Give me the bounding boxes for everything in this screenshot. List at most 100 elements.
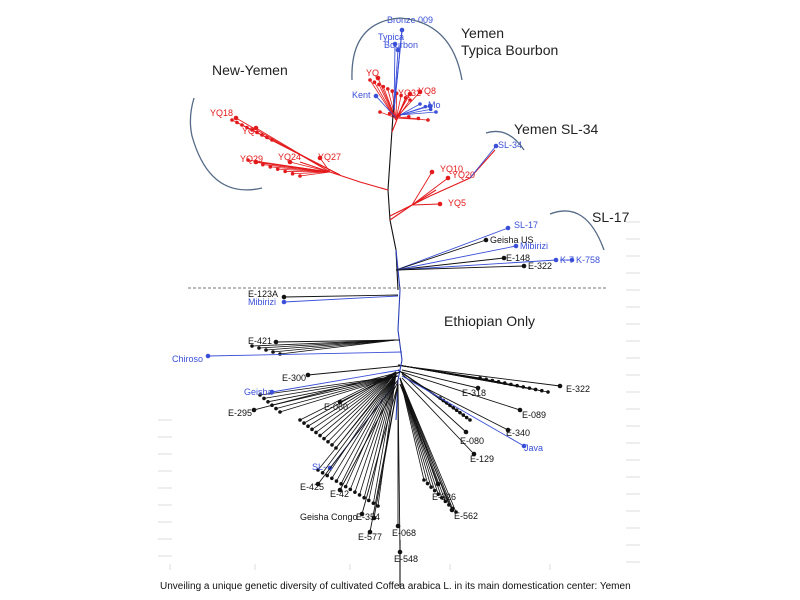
tip-label: YQ (242, 126, 255, 136)
tip-label: E-148 (506, 253, 530, 263)
leaf-branch (319, 157, 331, 173)
leaf-branch (395, 239, 487, 271)
leaf-node (359, 511, 365, 517)
leaf-node (251, 407, 257, 413)
tip-label: E-089 (522, 410, 546, 420)
leaf-branch (361, 383, 399, 515)
leaf-branch (401, 377, 475, 455)
tip-label: Chiroso (172, 354, 203, 364)
leaf-node (493, 143, 499, 149)
leaf-branch (401, 369, 479, 389)
leaf-node (463, 429, 469, 435)
tip-label: YQ32 (398, 88, 421, 98)
leaf-branch (401, 373, 467, 433)
tip-label: E-129 (470, 454, 494, 464)
leaf-node (407, 91, 413, 97)
leaf-branch (377, 77, 397, 121)
tip-label: Typica (378, 32, 404, 42)
group-label-new-yemen: New-Yemen (212, 62, 288, 78)
leaf-node (253, 159, 259, 165)
leaf-node (437, 201, 443, 207)
tip-label: E-354 (356, 512, 380, 522)
leaf-branch (289, 161, 331, 173)
leaf-node (483, 237, 489, 243)
leaf-branch (307, 365, 401, 376)
leaf-node (501, 255, 507, 261)
tip-label: Java (524, 443, 543, 453)
tip-label: Mibirizi (520, 241, 548, 251)
leaf-branch (255, 161, 331, 173)
leaf-branch (317, 379, 399, 485)
leaf-branch (401, 365, 561, 387)
leaf-branch (395, 265, 525, 271)
tip-label: YQ27 (318, 152, 341, 162)
tip-label: YQ8 (418, 86, 436, 96)
leaf-branch (395, 259, 557, 271)
tip-label: SL-34 (498, 140, 522, 150)
tip-label: E-577 (358, 532, 382, 542)
leaf-node (427, 103, 433, 109)
leaf-node (553, 257, 559, 263)
leaf-node (521, 443, 527, 449)
leaf-node (395, 47, 401, 53)
tip-label: YQ29 (240, 154, 263, 164)
leaf-node (205, 353, 211, 359)
tip-label: E-068 (392, 528, 416, 538)
leaf-branch (395, 245, 517, 271)
leaf-branch (283, 294, 399, 298)
leaf-node (475, 385, 481, 391)
arc-new-yemen (189, 97, 263, 191)
tip-label: Mo (428, 100, 441, 110)
tip-label: Geisha (244, 387, 273, 397)
tip-label: YQ10 (440, 164, 463, 174)
leaf-branch (283, 295, 399, 303)
leaf-node (373, 93, 379, 99)
leaf-node (367, 529, 373, 535)
tip-label: E-295 (228, 408, 252, 418)
tip-label: E-421 (248, 336, 272, 346)
arc-yemen-sl34 (485, 130, 525, 151)
leaf-node (569, 257, 575, 263)
leaf-branch (339, 371, 401, 403)
leaf-branch (369, 383, 399, 533)
leaf-branch (399, 383, 439, 485)
leaf-node (429, 169, 435, 175)
tip-label: YQ5 (448, 198, 466, 208)
tip-label: E-326 (432, 492, 456, 502)
tip-label: YQ (366, 68, 379, 78)
axis-ticks (158, 221, 640, 570)
arc-sl17 (549, 210, 605, 251)
tip-label: E-562 (454, 511, 478, 521)
group-label-typica-bourbon: Typica Bourbon (461, 42, 558, 58)
leaf-node (517, 407, 523, 413)
group-label-ethiopian-only: Ethiopian Only (444, 313, 535, 329)
leaf-branch (411, 203, 441, 206)
leaf-node (397, 549, 403, 555)
leaf-node (471, 451, 477, 457)
leaf-node (557, 383, 563, 389)
leaf-node (253, 125, 259, 131)
tip-label: E-322 (566, 384, 590, 394)
leaf-node (337, 399, 343, 405)
leaf-node (233, 115, 239, 121)
tip-label: E-318 (462, 388, 486, 398)
tip-label: Bourbon (384, 40, 418, 50)
leaf-node (435, 481, 441, 487)
tip-label: E-548 (394, 554, 418, 564)
leaf-branch (393, 43, 396, 111)
leaf-branch (395, 93, 411, 119)
tip-label: E-123A (248, 289, 278, 299)
tip-label: SL-17 (514, 220, 538, 230)
leaf-node (417, 89, 423, 95)
group-label-yemen-sl34: Yemen SL-34 (514, 121, 599, 137)
tip-label: E-080 (460, 436, 484, 446)
leaf-node (305, 372, 311, 378)
leaf-node (317, 155, 323, 161)
leaf-node (505, 427, 511, 433)
leaf-node (505, 225, 511, 231)
leaf-branch (397, 383, 401, 553)
leaf-node (281, 294, 287, 300)
leaf-branch (395, 227, 509, 271)
